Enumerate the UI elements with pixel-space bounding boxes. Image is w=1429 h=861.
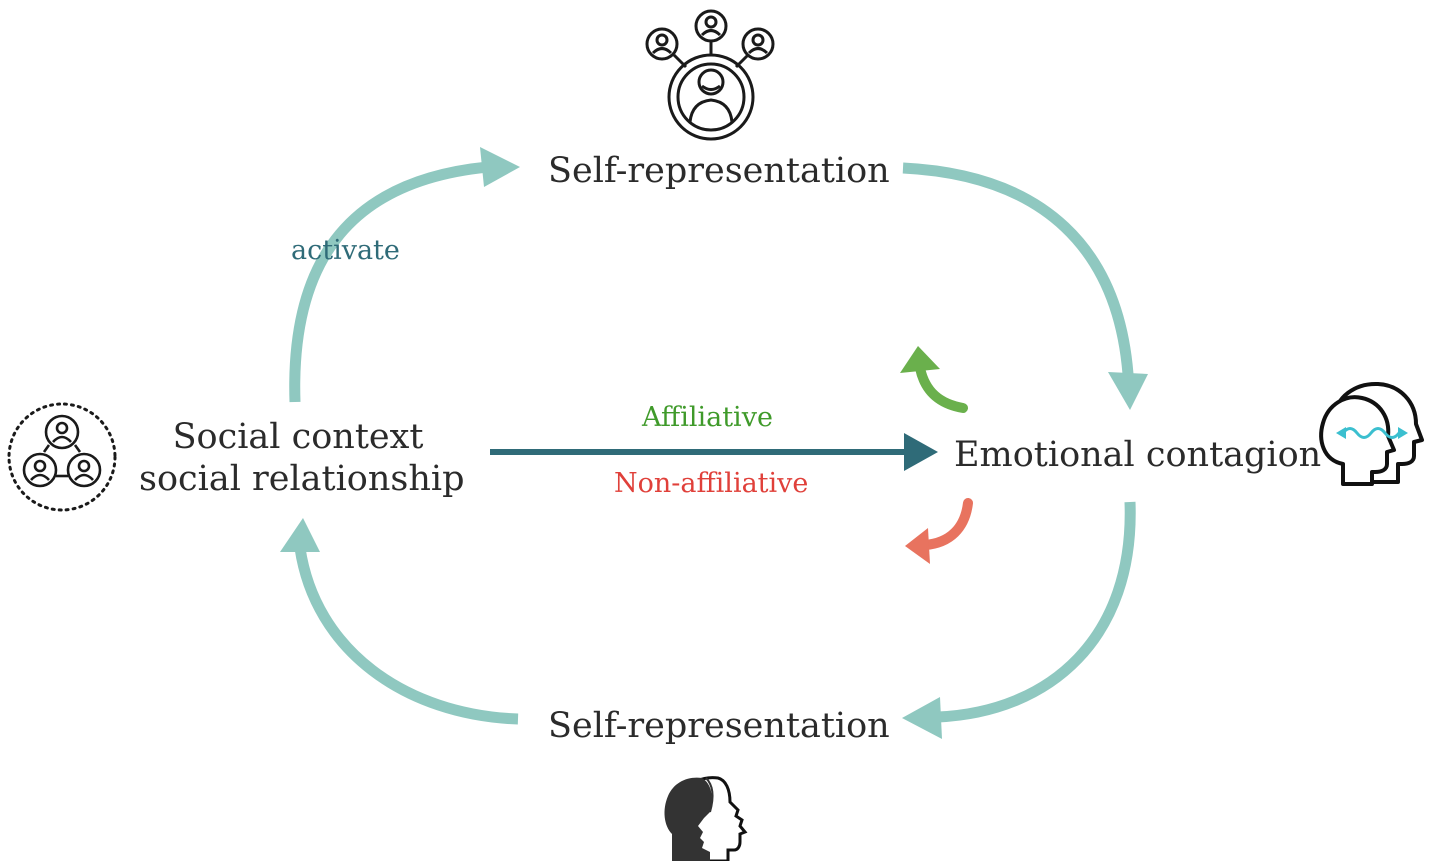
non-affiliative-curved-arrow — [920, 498, 973, 550]
arrowhead-bottom — [902, 697, 942, 739]
arrow-contagion-to-bottom — [937, 501, 1136, 723]
arrowhead-top — [480, 147, 520, 187]
three-people-circle-icon — [7, 402, 117, 512]
smiling-person-network-icon — [645, 9, 775, 141]
social-context-node: Social context social relationship — [139, 416, 465, 500]
emotional-contagion-label: Emotional contagion — [954, 435, 1322, 475]
affiliative-curved-arrow — [915, 363, 968, 413]
arrow-top-to-contagion — [902, 162, 1134, 375]
top-self-representation-label: Self-representation — [548, 151, 890, 191]
affiliative-label: Affiliative — [642, 402, 773, 433]
non-affiliative-arrowhead — [905, 528, 930, 564]
heads-wave-transfer-icon — [1319, 381, 1424, 486]
main-arrowhead — [904, 433, 938, 471]
bottom-self-representation-label: Self-representation — [548, 706, 890, 746]
two-heads-profile-icon — [664, 776, 748, 861]
non-affiliative-label: Non-affiliative — [614, 468, 809, 499]
affiliative-arrowhead — [900, 346, 940, 373]
arrow-bottom-to-social — [294, 547, 519, 725]
social-context-label: Social context — [172, 417, 424, 457]
social-relationship-label: social relationship — [139, 459, 465, 499]
arrowhead-social — [280, 518, 320, 552]
arrowhead-contagion — [1108, 372, 1148, 410]
arrow-activate-to-top — [289, 161, 489, 403]
activate-label: activate — [291, 235, 400, 266]
